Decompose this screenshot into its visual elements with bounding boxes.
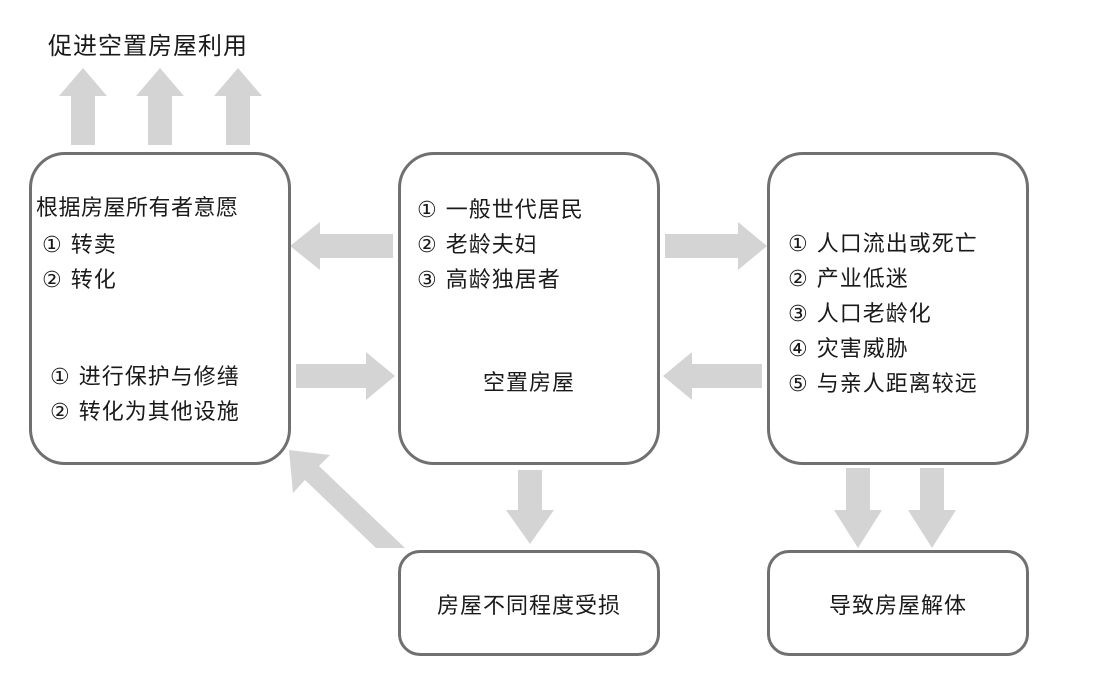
- center-box: ① 一般世代居民 ② 老龄夫妇 ③ 高龄独居者 空置房屋: [398, 152, 660, 465]
- left-box-title: 根据房屋所有者意愿: [36, 196, 239, 221]
- list-item: ② 产业低迷: [788, 267, 909, 292]
- arrow-right-to-center: [663, 352, 762, 400]
- center-list: ① 一般世代居民 ② 老龄夫妇 ③ 高龄独居者: [417, 193, 584, 298]
- arrow-up-3: [214, 68, 262, 145]
- left-lower-list: ① 进行保护与修缮 ② 转化为其他设施: [50, 360, 240, 430]
- demolish-box: 导致房屋解体: [767, 550, 1029, 656]
- list-item: ② 转化: [42, 268, 117, 293]
- arrow-up-2: [136, 68, 184, 145]
- arrow-center-to-damage: [506, 470, 554, 544]
- right-list: ① 人口流出或死亡 ② 产业低迷 ③ 人口老龄化 ④ 灾害威胁 ⑤ 与亲人距离较…: [788, 227, 978, 402]
- right-box: ① 人口流出或死亡 ② 产业低迷 ③ 人口老龄化 ④ 灾害威胁 ⑤ 与亲人距离较…: [767, 152, 1029, 465]
- center-box-label: 空置房屋: [482, 371, 575, 396]
- damage-box: 房屋不同程度受损: [398, 550, 660, 656]
- arrow-left-to-center: [296, 352, 395, 400]
- damage-box-label: 房屋不同程度受损: [436, 594, 621, 619]
- arrow-center-to-left: [290, 222, 393, 270]
- list-item: ② 转化为其他设施: [50, 400, 240, 425]
- list-item: ① 进行保护与修缮: [50, 365, 240, 390]
- list-item: ② 老龄夫妇: [417, 233, 538, 258]
- top-label: 促进空置房屋利用: [48, 32, 248, 60]
- left-upper-list: ① 转卖 ② 转化: [42, 228, 117, 298]
- list-item: ① 转卖: [42, 233, 117, 258]
- list-item: ① 一般世代居民: [417, 198, 584, 223]
- list-item: ⑤ 与亲人距离较远: [788, 372, 978, 397]
- arrow-up-1: [59, 68, 107, 145]
- list-item: ④ 灾害威胁: [788, 337, 909, 362]
- arrow-right-to-demolish-2: [908, 468, 956, 548]
- arrow-right-to-demolish-1: [834, 468, 882, 548]
- demolish-box-label: 导致房屋解体: [828, 594, 967, 619]
- arrow-center-to-right: [665, 222, 767, 270]
- list-item: ③ 高龄独居者: [417, 268, 561, 293]
- left-box: 根据房屋所有者意愿 ① 转卖 ② 转化 ① 进行保护与修缮 ② 转化为其他设施: [29, 152, 291, 465]
- arrow-damage-to-left: [289, 450, 405, 548]
- list-item: ① 人口流出或死亡: [788, 232, 978, 257]
- list-item: ③ 人口老龄化: [788, 302, 932, 327]
